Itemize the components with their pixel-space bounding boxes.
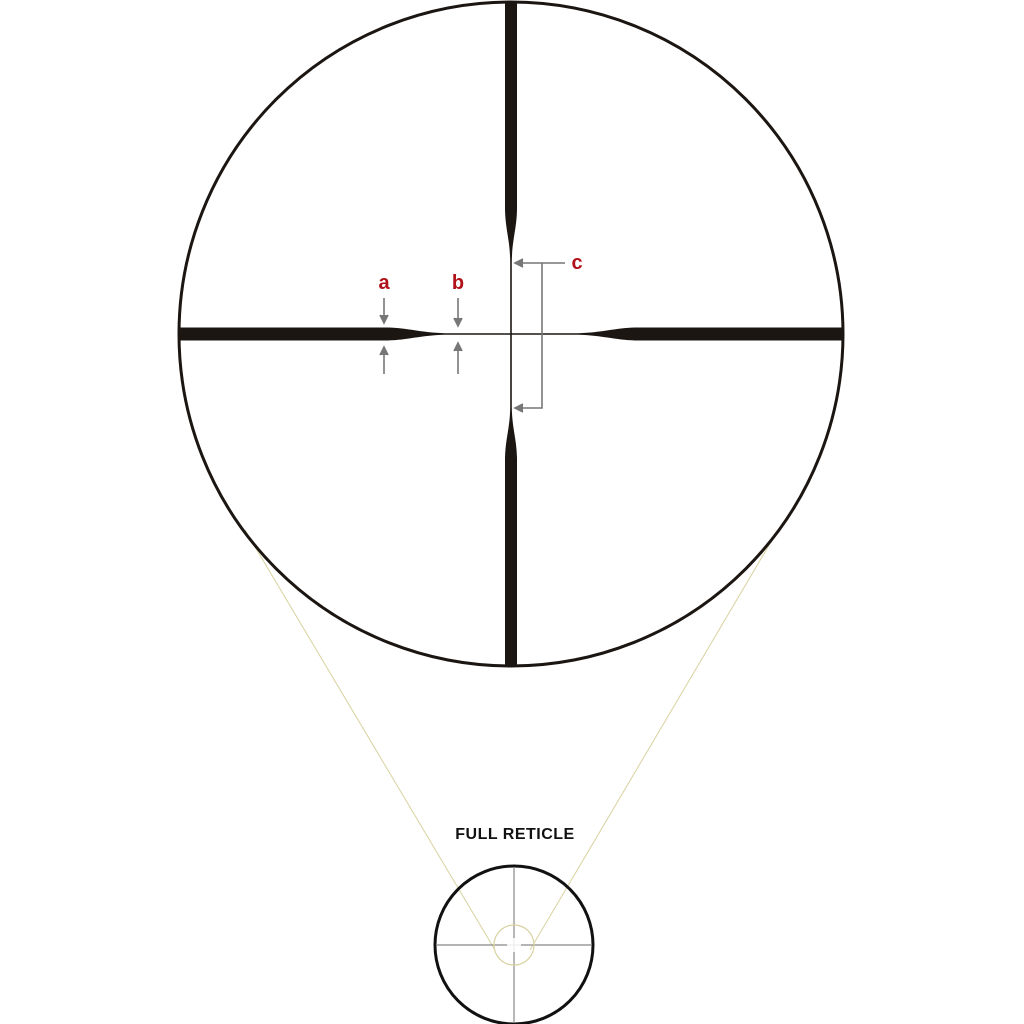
arrow-a-down-head bbox=[379, 314, 389, 325]
reticle-thumbnail-icon bbox=[433, 864, 595, 1024]
arrow-c-top-head bbox=[513, 258, 524, 268]
thumbnail-ring bbox=[433, 864, 595, 1024]
reticle-duplex-icon bbox=[177, 0, 845, 668]
arrow-c-bottom-head bbox=[513, 403, 524, 413]
zoom-guide-right bbox=[529, 529, 779, 951]
callout-label-b: b bbox=[452, 272, 464, 294]
arrow-a-up-head bbox=[379, 345, 389, 356]
zoom-guide-lines bbox=[244, 529, 779, 951]
zoom-guide-left bbox=[244, 529, 496, 951]
callout-label-a: a bbox=[378, 272, 390, 294]
full-reticle-caption: FULL RETICLE bbox=[455, 826, 574, 843]
thumbnail-zoom-circle bbox=[493, 924, 535, 966]
reticle-vertical-post bbox=[505, 3, 517, 666]
arrow-c-bracket bbox=[519, 262, 565, 409]
thumbnail-center-glow bbox=[507, 938, 521, 952]
callout-label-c: c bbox=[571, 252, 582, 274]
arrow-b-down-head bbox=[453, 317, 463, 328]
arrow-b-up-head bbox=[453, 341, 463, 352]
callout-arrows bbox=[379, 258, 565, 413]
